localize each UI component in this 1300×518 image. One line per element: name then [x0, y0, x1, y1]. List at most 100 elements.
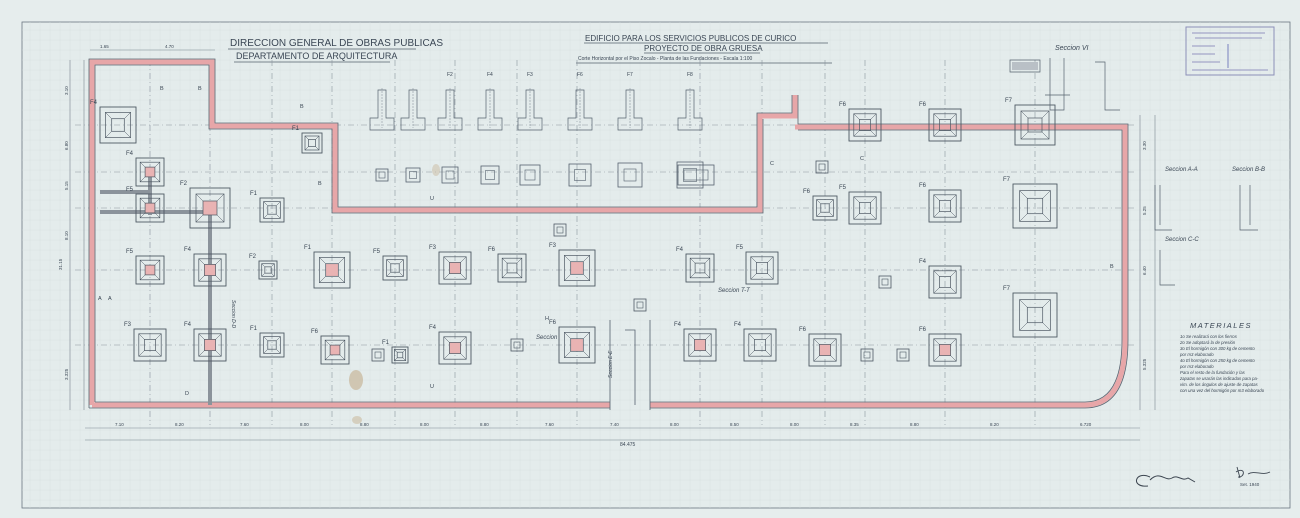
footing: F7 — [1003, 286, 1058, 338]
section-mark: U — [430, 196, 434, 202]
footing: F4 — [429, 325, 472, 365]
footing-label: F6 — [839, 102, 847, 108]
section-labels: Seccion VI Seccion A-A Seccion B-B Secci… — [230, 45, 1265, 378]
footing: F6 — [803, 189, 838, 221]
detail-label: F6 — [577, 72, 583, 78]
dimension-label: 8.20 — [990, 422, 999, 427]
section-mark: B — [318, 181, 322, 187]
footing-label: F4 — [184, 247, 192, 253]
dimension-label: 8.20 — [175, 422, 184, 427]
materials-line: Para el resto de la fundación y las — [1180, 370, 1246, 375]
section-bb-label: Seccion B-B — [1232, 167, 1265, 173]
footing: F6 — [839, 102, 882, 142]
section-mark: B — [160, 86, 164, 92]
dimension-label: 5.325 — [1142, 358, 1147, 370]
dimension-label: 3.325 — [64, 368, 69, 380]
section-mark: B — [198, 86, 202, 92]
detail-label: F2 — [447, 72, 453, 78]
dimension-label: 8.80 — [910, 422, 919, 427]
header-center-line1: EDIFICIO PARA LOS SERVICIOS PUBLICOS DE … — [585, 34, 796, 43]
footing: F5 — [839, 185, 882, 225]
detail-label: F7 — [627, 72, 633, 78]
footing-label: F5 — [373, 249, 381, 255]
footing: F4 — [90, 100, 137, 144]
dimension-label: 7.10 — [115, 422, 124, 427]
dimension-lines — [69, 49, 1156, 441]
footing: F1 — [292, 126, 323, 154]
footing-label: F4 — [184, 322, 192, 328]
signatures: Set. 1940 — [1136, 466, 1271, 487]
footing: F5 — [736, 245, 779, 285]
footing: F4 — [734, 322, 777, 362]
total-dimension: 31.15 — [58, 258, 63, 270]
dimension-label: 8.50 — [730, 422, 739, 427]
materials-line: 1o Se realizará con los fierros — [1180, 334, 1238, 339]
header-left-line1: DIRECCION GENERAL DE OBRAS PUBLICAS — [230, 38, 443, 49]
header-left-line2: DEPARTAMENTO DE ARQUITECTURA — [236, 51, 397, 61]
footing-label: F1 — [292, 126, 300, 132]
footing: F7 — [1003, 177, 1058, 229]
footing-label: F7 — [1005, 98, 1013, 104]
footing-label: F6 — [919, 183, 927, 189]
footing: F6 — [919, 327, 962, 367]
dimension-label: 3.10 — [64, 86, 69, 95]
footing-label: F6 — [799, 327, 807, 333]
footing: F1 — [382, 340, 409, 364]
footing-section-detail: F7 — [617, 72, 643, 188]
paper-stain — [349, 164, 440, 424]
dimension-label: 6.720 — [1080, 422, 1092, 427]
footing: F2 — [180, 181, 231, 229]
dimension-label: 3.30 — [1142, 141, 1147, 150]
materials-line: zapatas se usarán las indicadas para pa- — [1179, 376, 1259, 381]
section-tt-label: Seccion T-T — [718, 288, 751, 294]
dimension-label: 7.40 — [610, 422, 619, 427]
footing: F6 — [919, 183, 962, 223]
footing-label: F6 — [803, 189, 811, 195]
footing: F5 — [373, 249, 408, 281]
detail-label: F3 — [527, 72, 533, 78]
section-vi-sketch — [1009, 58, 1258, 286]
footing-label: F6 — [549, 320, 557, 326]
materials-line: con una vez del hormigón por m3 elaborad… — [1180, 388, 1265, 393]
footing-label: F5 — [839, 185, 847, 191]
footing-label: F6 — [919, 327, 927, 333]
footing-label: F4 — [90, 100, 98, 106]
section-cc-label: Seccion C-C — [1165, 237, 1199, 243]
small-footing — [815, 160, 829, 174]
footing-section-detail — [369, 88, 395, 182]
footing-section-detail — [400, 88, 426, 183]
dimension-label: 7.60 — [545, 422, 554, 427]
section-mark: B — [300, 104, 304, 110]
footing-label: F1 — [250, 326, 258, 332]
footing: F2 — [249, 254, 278, 280]
dimension-label: 8.00 — [670, 422, 679, 427]
footing-label: F4 — [429, 325, 437, 331]
footing: F4 — [126, 151, 165, 187]
footing: F4 — [919, 259, 962, 299]
footing-label: F5 — [126, 187, 134, 193]
section-mark: C — [770, 161, 774, 167]
dimension-label: 8.00 — [420, 422, 429, 427]
section-dd-label: Seccion D-D — [230, 300, 236, 328]
footing: F4 — [674, 322, 717, 362]
footing: F6 — [799, 327, 842, 367]
dimension-label: 8.00 — [790, 422, 799, 427]
footing: F3 — [549, 243, 596, 287]
section-mark: C — [860, 156, 864, 162]
materials-line: por m3 elaborado — [1179, 364, 1214, 369]
dimension-label: 5.15 — [64, 181, 69, 190]
materials-title: MATERIALES — [1190, 321, 1252, 330]
footing: F4 — [184, 247, 227, 287]
footing: F6 — [311, 329, 350, 365]
materials-line: 4o El hormigón con 250 kg de cemento — [1180, 358, 1255, 363]
materials-line: por m3 elaborado — [1179, 352, 1214, 357]
section-mark: A — [108, 296, 112, 302]
footing-label: F1 — [250, 191, 258, 197]
footing-label: F6 — [311, 329, 319, 335]
footing-label: F4 — [674, 322, 682, 328]
detail-label: F4 — [487, 72, 493, 78]
dimension-label: 7.60 — [240, 422, 249, 427]
